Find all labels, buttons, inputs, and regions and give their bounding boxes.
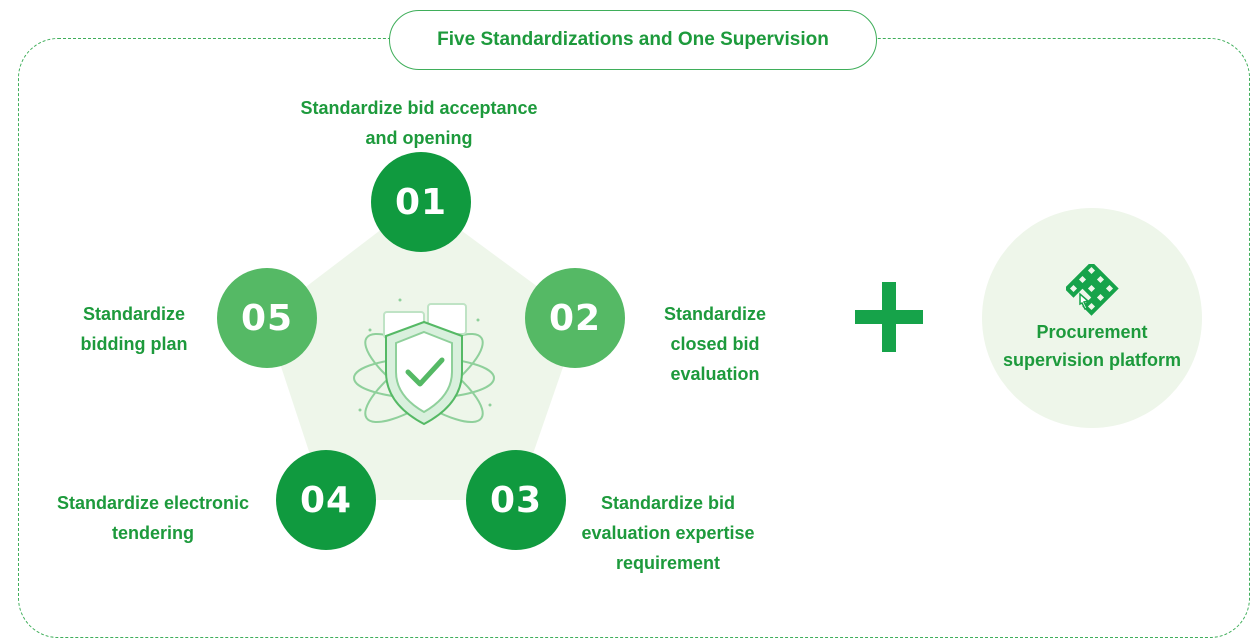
step-circle-05: 05 xyxy=(217,268,317,368)
diagram-title: Five Standardizations and One Supervisio… xyxy=(389,10,877,70)
platform-label: Procurement supervision platform xyxy=(1002,322,1182,370)
shield-check-icon xyxy=(353,298,495,426)
step-label-02: Standardize closed bid evaluation xyxy=(663,304,767,384)
step-circle-01: 01 xyxy=(371,152,471,252)
platform-circle: Procurement supervision platform xyxy=(982,208,1202,428)
step-label-04: Standardize electronic tendering xyxy=(56,493,250,543)
pentagon-background xyxy=(265,200,580,500)
step-circle-02: 02 xyxy=(525,268,625,368)
step-label-05: Standardize bidding plan xyxy=(80,304,188,354)
step-circle-04: 04 xyxy=(276,450,376,550)
step-label-03: Standardize bid evaluation expertise req… xyxy=(581,493,755,573)
diamond-grid-icon xyxy=(1066,264,1119,316)
plus-icon xyxy=(855,282,923,352)
step-label-01: Standardize bid acceptance and opening xyxy=(300,98,538,148)
step-circle-03: 03 xyxy=(466,450,566,550)
